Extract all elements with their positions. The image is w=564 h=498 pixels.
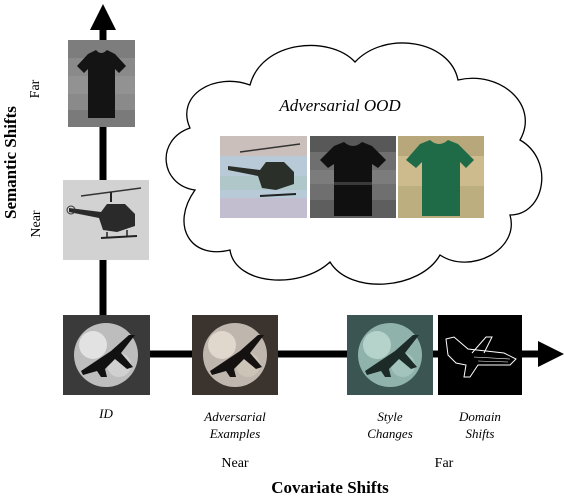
style-changes-airplane-image (347, 315, 433, 395)
x-item-label-domain-shifts: Domain Shifts (459, 409, 501, 441)
domain-shifts-airplane-sketch-image (438, 315, 522, 395)
x-axis-title: Covariate Shifts (271, 478, 389, 497)
x-item-label-id: ID (99, 406, 113, 421)
y-level-near: Near (29, 210, 44, 238)
x-level-near: Near (221, 456, 249, 471)
far-semantic-tshirt-image (68, 40, 135, 127)
x-level-far: Far (434, 456, 454, 471)
adversarial-ood-dark-tshirt-image (310, 136, 396, 218)
cloud-title: Adversarial OOD (279, 96, 401, 115)
y-axis-title: Semantic Shifts (1, 106, 20, 219)
adversarial-ood-helicopter-image (220, 136, 307, 218)
adversarial-examples-airplane-image (192, 315, 278, 395)
id-airplane-image (63, 315, 150, 395)
x-item-label-adversarial-examples: Adversarial Examples (204, 409, 266, 441)
x-axis-arrowhead (538, 341, 564, 367)
y-axis-arrowhead (90, 4, 116, 30)
near-semantic-helicopter-image (63, 180, 149, 260)
adversarial-ood-green-tshirt-image (398, 136, 484, 218)
y-level-far: Far (28, 79, 43, 99)
x-item-label-style-changes: Style Changes (367, 409, 413, 441)
